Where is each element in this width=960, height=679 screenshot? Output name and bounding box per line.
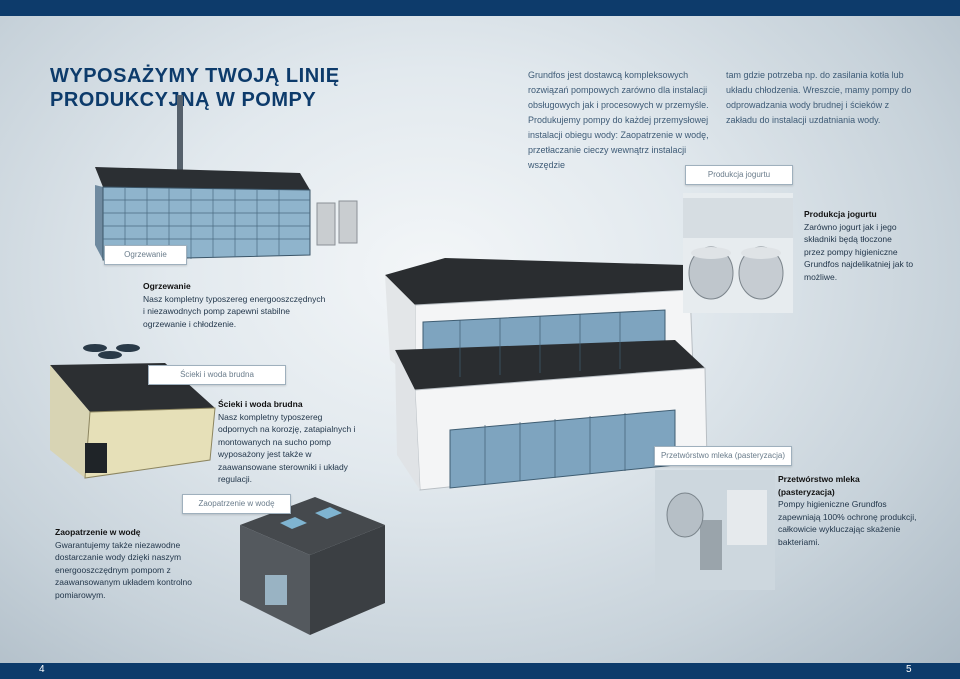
- desc-jogurt-heading: Produkcja jogurtu: [804, 209, 877, 219]
- desc-ogrzewanie-heading: Ogrzewanie: [143, 281, 191, 291]
- desc-scieki-text: Nasz kompletny typoszereg odpornych na k…: [218, 411, 356, 485]
- desc-ogrzewanie: Ogrzewanie Nasz kompletny typoszereg ene…: [143, 280, 328, 330]
- wastewater-building: [50, 344, 216, 479]
- tag-zaopatrzenie-w-wode[interactable]: Zaopatrzenie w wodę: [182, 494, 291, 514]
- tag-przetworstwo-mleka[interactable]: Przetwórstwo mleka (pasteryzacja): [654, 446, 792, 466]
- page-title: WYPOSAŻYMY TWOJĄ LINIĘ PRODUKCYJNĄ W POM…: [50, 65, 340, 111]
- water-supply-building: [240, 497, 385, 635]
- tag-ogrzewanie[interactable]: Ogrzewanie: [104, 245, 187, 265]
- page-number-right: 5: [906, 664, 912, 675]
- chimney: [177, 95, 183, 170]
- desc-woda-text: Gwarantujemy także niezawodne dostarczan…: [55, 539, 193, 600]
- desc-mleko: Przetwórstwo mleka (pasteryzacja) Pompy …: [778, 473, 918, 548]
- top-bar: [0, 0, 960, 16]
- page-number-left: 4: [39, 664, 45, 675]
- main-factory-building: [385, 258, 708, 491]
- desc-jogurt-text: Zarówno jogurt jak i jego składniki będą…: [804, 221, 914, 282]
- yogurt-tanks-photo: [683, 193, 793, 313]
- tag-scieki[interactable]: Ścieki i woda brudna: [148, 365, 286, 385]
- milk-pasteurization-photo: [655, 470, 775, 590]
- bottom-bar: [0, 663, 960, 679]
- heating-plant-building: [95, 95, 358, 261]
- desc-woda-heading: Zaopatrzenie w wodę: [55, 527, 141, 537]
- desc-jogurt: Produkcja jogurtu Zarówno jogurt jak i j…: [804, 208, 914, 283]
- desc-woda: Zaopatrzenie w wodę Gwarantujemy także n…: [55, 526, 225, 601]
- tag-produkcja-jogurtu[interactable]: Produkcja jogurtu: [685, 165, 793, 185]
- desc-scieki: Ścieki i woda brudna Nasz kompletny typo…: [218, 398, 358, 486]
- intro-column-1: Grundfos jest dostawcą kompleksowych roz…: [528, 70, 709, 170]
- desc-mleko-text: Pompy higieniczne Grundfos zapewniają 10…: [778, 499, 917, 547]
- desc-scieki-heading: Ścieki i woda brudna: [218, 399, 303, 409]
- desc-ogrzewanie-text: Nasz kompletny typoszereg energooszczędn…: [143, 293, 326, 329]
- desc-mleko-heading: Przetwórstwo mleka (pasteryzacja): [778, 474, 860, 497]
- intro-column-2: tam gdzie potrzeba np. do zasilania kotł…: [726, 70, 912, 125]
